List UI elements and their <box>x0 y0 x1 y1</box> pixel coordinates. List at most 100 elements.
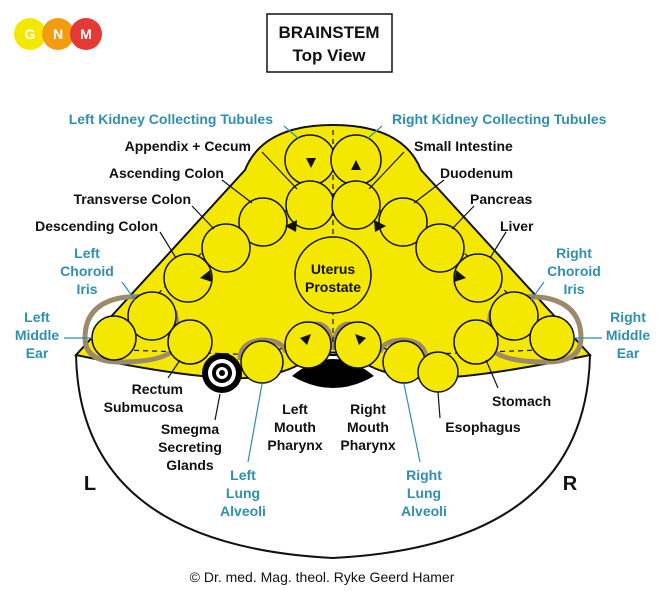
logo-circle-m <box>70 18 102 50</box>
title-line-2: Top View <box>292 46 366 65</box>
side-label-left: L <box>84 473 96 495</box>
relay-left-choroid <box>127 291 177 341</box>
relay-esophagus <box>417 351 459 393</box>
label-left-kidney: Left Kidney Collecting Tubules <box>69 111 274 127</box>
label-stomach: Stomach <box>492 393 551 409</box>
leader-esophagus <box>437 391 441 419</box>
title-frame <box>266 13 393 73</box>
label-right-choroid-2: Choroid <box>547 263 601 279</box>
label-rectum-1: Rectum <box>132 381 183 397</box>
label-left-choroid-2: Choroid <box>60 263 114 279</box>
relay-left-mouth <box>284 321 332 369</box>
leader-right-choroid <box>530 281 545 301</box>
relay-ascending-colon <box>238 197 288 247</box>
leader-left-choroid <box>121 281 136 301</box>
label-small-intestine: Small Intestine <box>414 138 513 154</box>
leader-ascending <box>221 179 253 204</box>
logo-letter-g: G <box>25 26 36 42</box>
leader-stomach <box>485 359 499 389</box>
arrow-ascending <box>285 220 297 232</box>
label-right-choroid-1: Right <box>556 245 592 261</box>
arrow-right-kidney <box>351 160 361 170</box>
relay-rectum <box>167 319 213 365</box>
relay-right-choroid <box>489 291 539 341</box>
relay-left-lung <box>240 340 284 384</box>
label-right-lung-1: Right <box>406 467 442 483</box>
label-smegma-3: Glands <box>166 457 214 473</box>
label-left-ear-3: Ear <box>26 345 49 361</box>
label-right-choroid-3: Iris <box>563 281 584 297</box>
brainstem-outer-outline <box>74 354 592 560</box>
relay-right-middle-ear <box>529 315 575 361</box>
label-ascending: Ascending Colon <box>109 165 224 181</box>
leader-right-lung <box>403 383 421 463</box>
label-smegma-2: Secreting <box>158 439 222 455</box>
arrow-left-mouth <box>300 334 311 345</box>
label-rectum-2: Submucosa <box>104 399 184 415</box>
label-duodenum: Duodenum <box>440 165 513 181</box>
logo-letter-n: N <box>53 26 63 42</box>
logo-circle-n <box>42 18 74 50</box>
relay-left-middle-ear <box>91 315 137 361</box>
arrow-right-mouth <box>355 334 366 345</box>
leader-rectum <box>167 359 181 379</box>
label-descending: Descending Colon <box>35 218 158 234</box>
arrow-liver <box>454 270 466 282</box>
relay-stomach <box>453 319 499 365</box>
label-right-mouth-2: Mouth <box>347 419 389 435</box>
leader-liver <box>489 231 507 259</box>
label-pancreas: Pancreas <box>470 191 532 207</box>
label-right-ear-3: Ear <box>617 345 640 361</box>
label-left-mouth-1: Left <box>282 401 308 417</box>
label-left-mouth-3: Pharynx <box>267 437 322 453</box>
logo-circle-g <box>14 18 46 50</box>
label-right-kidney: Right Kidney Collecting Tubules <box>392 111 607 127</box>
relay-right-mouth <box>334 321 382 369</box>
label-liver: Liver <box>500 218 534 234</box>
leader-pancreas <box>451 205 475 230</box>
leader-lines <box>64 125 602 463</box>
leader-transverse <box>191 205 215 230</box>
leader-duodenum <box>413 179 445 204</box>
relay-liver <box>453 253 503 303</box>
label-smegma-1: Smegma <box>161 421 220 437</box>
smegma-target-icon <box>202 353 242 393</box>
leader-right-kidney <box>366 125 383 140</box>
label-right-ear-1: Right <box>610 309 646 325</box>
leader-appendix <box>261 151 298 190</box>
label-esophagus: Esophagus <box>445 419 521 435</box>
arrow-left-kidney <box>306 158 316 168</box>
label-left-lung-2: Lung <box>226 485 260 501</box>
arrow-pancreas <box>374 220 386 232</box>
side-label-right: R <box>563 473 578 495</box>
logo-letter-m: M <box>80 26 92 42</box>
relay-pancreas <box>415 223 465 273</box>
label-left-choroid-3: Iris <box>76 281 97 297</box>
label-right-lung-3: Alveoli <box>401 503 447 519</box>
label-left-ear-2: Middle <box>15 327 60 343</box>
label-right-lung-2: Lung <box>407 485 441 501</box>
label-appendix: Appendix + Cecum <box>125 138 251 154</box>
leader-left-lung <box>247 383 263 463</box>
leader-descending <box>159 231 177 259</box>
gnm-logo: G N M <box>14 18 102 50</box>
relay-circles <box>91 134 575 393</box>
label-right-mouth-3: Pharynx <box>340 437 395 453</box>
title-box: BRAINSTEM Top View <box>266 13 393 73</box>
labels: Left Kidney Collecting Tubules Right Kid… <box>15 111 651 519</box>
label-uterus: Uterus <box>311 261 356 277</box>
arrowheads <box>200 158 466 345</box>
label-transverse: Transverse Colon <box>74 191 192 207</box>
leader-smegma <box>214 393 221 421</box>
leader-left-kidney <box>283 125 300 140</box>
leader-small-intestine <box>368 151 405 190</box>
label-left-ear-1: Left <box>24 309 50 325</box>
relay-appendix <box>285 180 335 230</box>
copyright-text: © Dr. med. Mag. theol. Ryke Geerd Hamer <box>190 569 455 585</box>
label-left-mouth-2: Mouth <box>274 419 316 435</box>
label-right-mouth-1: Right <box>350 401 386 417</box>
relay-uterus <box>294 236 372 314</box>
relay-descending-colon <box>163 253 213 303</box>
label-left-choroid-1: Left <box>74 245 100 261</box>
